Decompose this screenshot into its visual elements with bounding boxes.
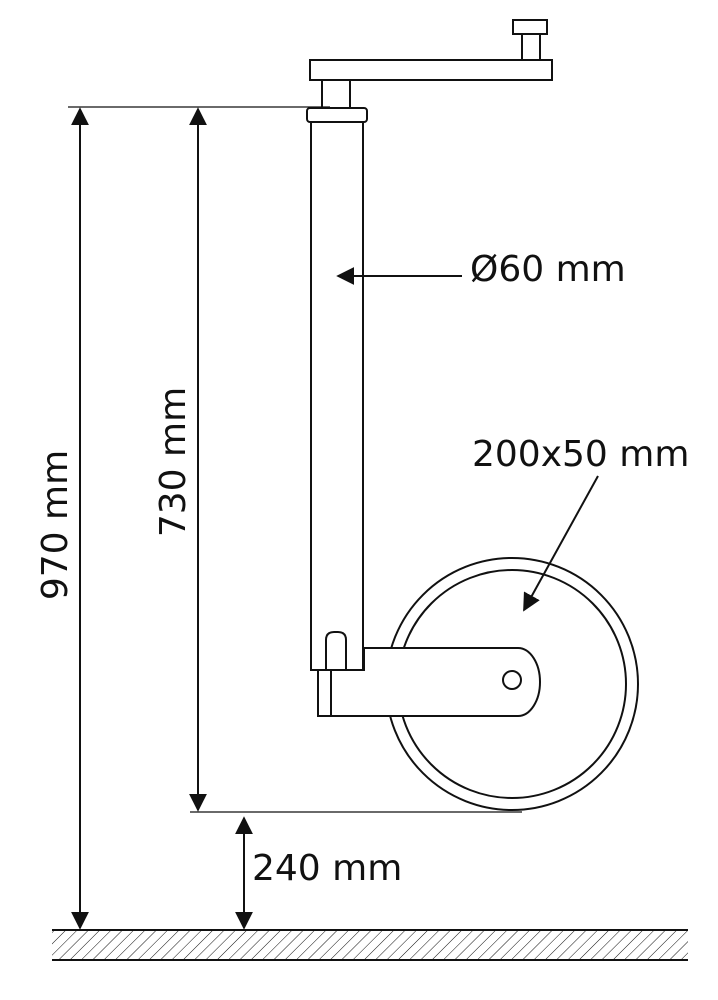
wheel-size-label: 200x50 mm	[472, 434, 689, 475]
axle-bolt	[502, 670, 522, 690]
fork-bracket	[317, 647, 541, 717]
crank-handle	[309, 19, 553, 81]
tube-diameter-label: Ø60 mm	[470, 249, 626, 290]
dimension-tube-height: 730 mm	[153, 107, 207, 812]
tube-height-label: 730 mm	[153, 387, 194, 537]
callout-wheel-size: 200x50 mm	[472, 434, 689, 612]
dimension-extension-lines	[68, 106, 522, 813]
dimension-total-height: 970 mm	[35, 107, 89, 930]
tube	[310, 121, 364, 671]
callout-tube-diameter: Ø60 mm	[336, 249, 626, 290]
ground	[52, 929, 688, 961]
total-height-label: 970 mm	[35, 450, 76, 600]
dimension-ground-clearance: 240 mm	[235, 816, 402, 930]
ground-clearance-label: 240 mm	[252, 848, 402, 889]
top-collar	[306, 79, 368, 123]
